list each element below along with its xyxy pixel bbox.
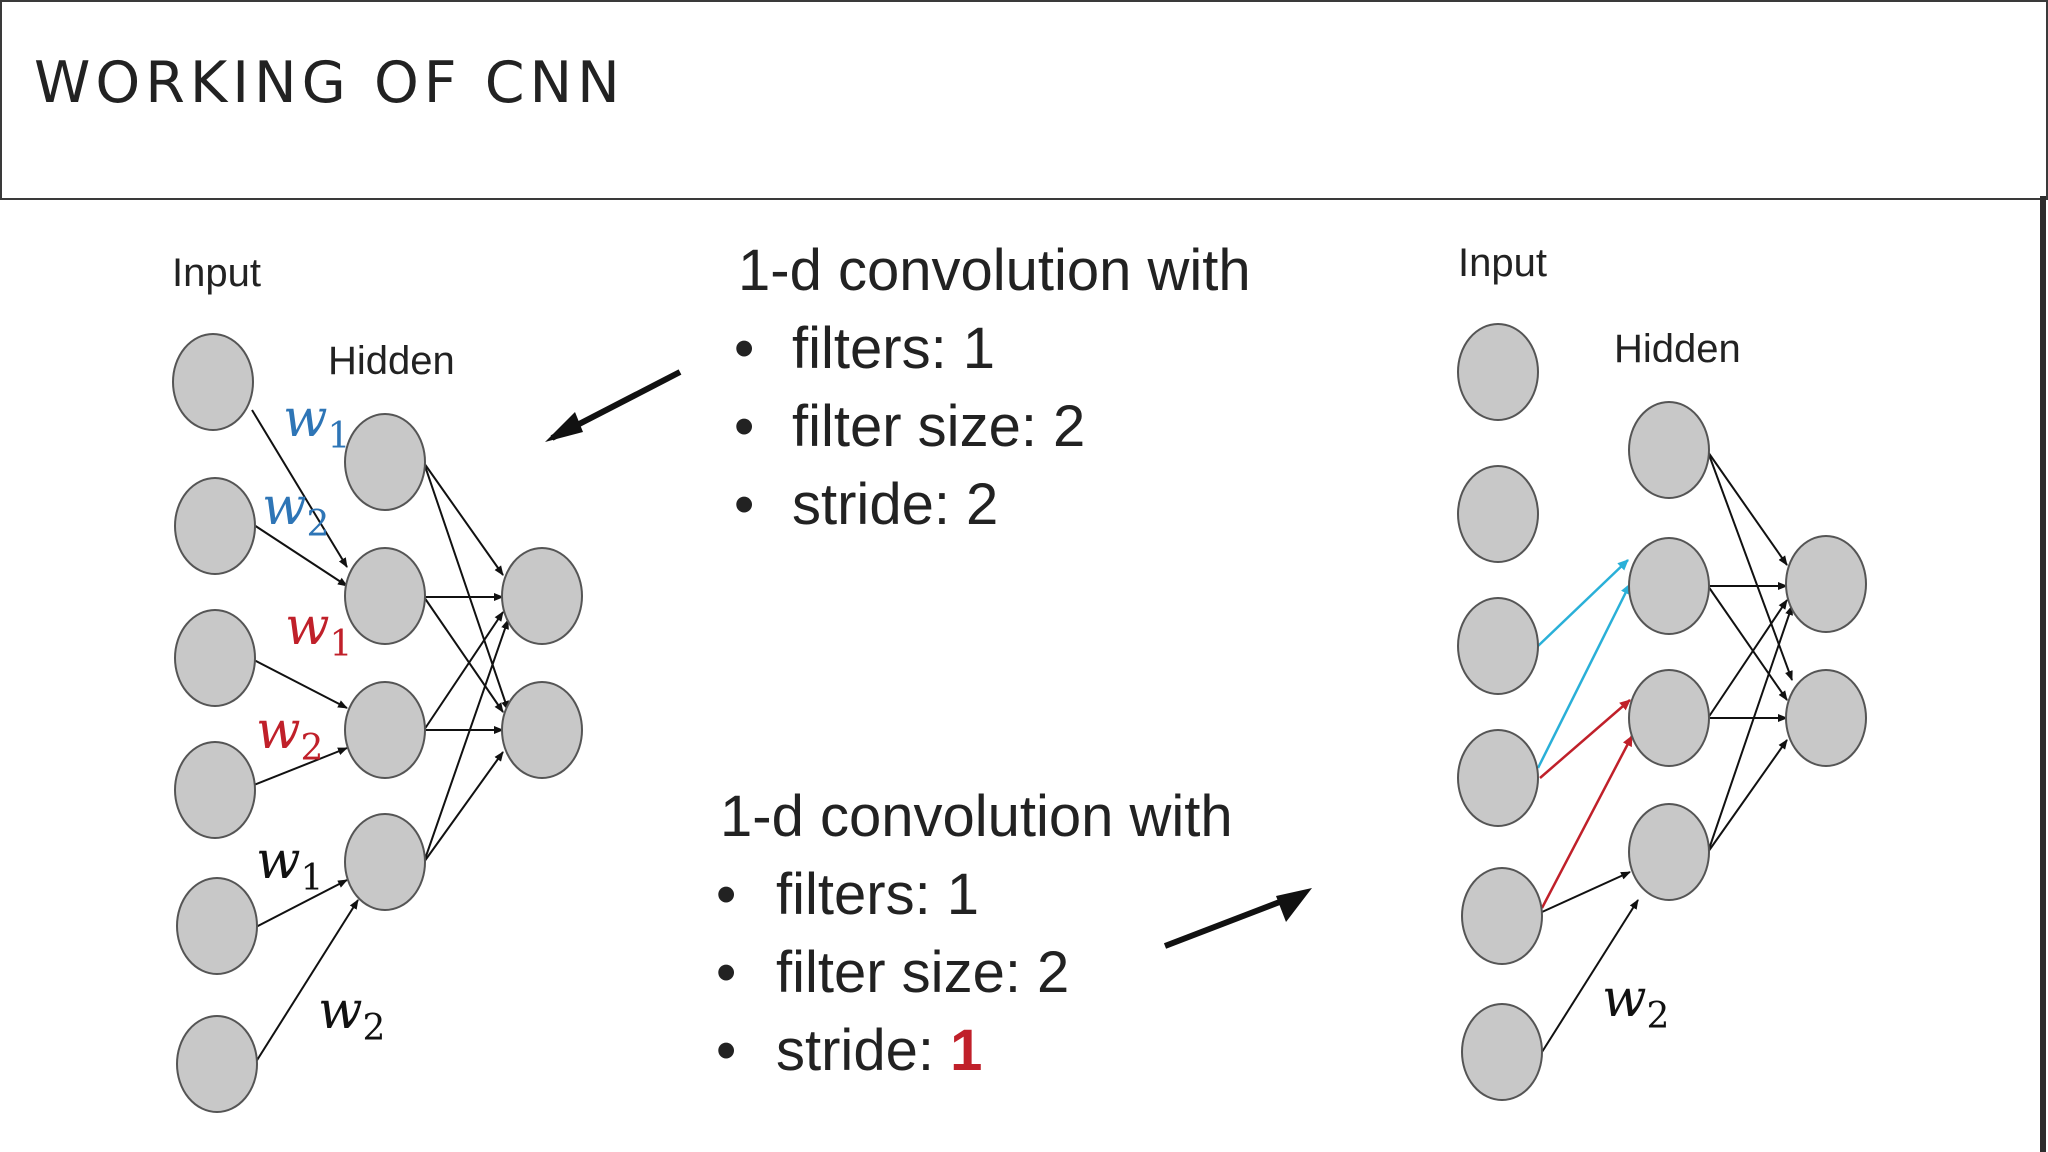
stride-1-description: 1-d convolution with • filters: 1 • filt… xyxy=(716,784,1233,1083)
edge xyxy=(251,409,348,568)
edge xyxy=(253,524,348,587)
output-node xyxy=(501,547,583,645)
right-network: Input Hidden w2 xyxy=(1457,241,1867,1101)
edge xyxy=(1541,899,1639,1053)
right-black-edges xyxy=(1541,451,1793,1053)
edge xyxy=(1707,739,1788,853)
edge xyxy=(253,879,348,929)
weight-label-w1-blue: w1 xyxy=(283,389,350,457)
input-node xyxy=(1457,597,1539,695)
right-hidden-label: Hidden xyxy=(1614,327,1741,371)
edge xyxy=(1541,871,1631,913)
weight-label-w2-red: w2 xyxy=(256,701,323,769)
output-node xyxy=(1785,535,1867,633)
weight-label-w2-black: w2 xyxy=(1602,969,1669,1037)
hidden-node xyxy=(344,681,426,779)
pointer-arrowhead-right xyxy=(1276,888,1312,922)
hidden-node xyxy=(344,547,426,645)
edge xyxy=(423,596,504,713)
edge-red xyxy=(1540,735,1634,909)
edge-red xyxy=(1539,699,1631,779)
left-hidden-label: Hidden xyxy=(328,339,455,383)
input-node xyxy=(174,477,256,575)
pointer-arrow-right xyxy=(1163,895,1292,949)
stride2-item-filters: filters: 1 xyxy=(792,316,995,381)
edge xyxy=(423,462,504,576)
input-node xyxy=(1461,867,1543,965)
pointer-arrowhead-left xyxy=(545,412,583,442)
bullet-glyph: • xyxy=(734,316,754,381)
right-input-label: Input xyxy=(1458,241,1547,285)
weight-label-w1-red: w1 xyxy=(285,597,352,665)
hidden-node xyxy=(344,413,426,511)
bullet-glyph: • xyxy=(716,862,736,927)
input-node xyxy=(1457,729,1539,827)
left-network: Input Hidden xyxy=(172,251,583,1113)
edge xyxy=(1707,451,1788,566)
hidden-node xyxy=(344,813,426,911)
stride1-item-stride: stride: 1 xyxy=(776,1018,982,1083)
input-node xyxy=(174,741,256,839)
hidden-node xyxy=(1628,803,1710,901)
output-node xyxy=(501,681,583,779)
weight-label-w2-black: w2 xyxy=(318,981,385,1049)
left-input-edges xyxy=(251,409,359,1066)
stride2-item-filter-size: filter size: 2 xyxy=(792,394,1085,459)
slide-edge xyxy=(2040,196,2046,1152)
edge xyxy=(1707,605,1793,853)
edge xyxy=(1707,585,1788,701)
bullet-glyph: • xyxy=(716,940,736,1005)
stride1-item-filters: filters: 1 xyxy=(776,862,979,927)
edge xyxy=(1707,451,1793,681)
input-node xyxy=(176,877,258,975)
stride2-heading: 1-d convolution with xyxy=(738,238,1251,303)
bullet-glyph: • xyxy=(734,472,754,537)
stride-2-description: 1-d convolution with • filters: 1 • filt… xyxy=(734,238,1251,537)
stride-value-highlight: 1 xyxy=(950,1018,982,1083)
stride2-item-stride: stride: 2 xyxy=(792,472,998,537)
bullet-glyph: • xyxy=(734,394,754,459)
input-node xyxy=(1461,1003,1543,1101)
left-input-label: Input xyxy=(172,251,261,295)
edge-cyan xyxy=(1537,559,1629,647)
edge-cyan xyxy=(1536,583,1632,769)
slide-title: WORKING OF CNN xyxy=(34,50,625,116)
input-node xyxy=(1457,323,1539,421)
output-node xyxy=(1785,669,1867,767)
input-node xyxy=(172,333,254,431)
hidden-node xyxy=(1628,537,1710,635)
hidden-node xyxy=(1628,669,1710,767)
left-hidden-edges xyxy=(423,462,509,863)
edge xyxy=(253,659,348,709)
edge xyxy=(253,747,348,786)
stride1-item-filter-size: filter size: 2 xyxy=(776,940,1069,1005)
edge xyxy=(253,899,359,1066)
input-node xyxy=(174,609,256,707)
stride1-heading: 1-d convolution with xyxy=(720,784,1233,849)
edge xyxy=(423,611,504,731)
bullet-glyph: • xyxy=(716,1018,736,1083)
edge xyxy=(423,751,504,863)
hidden-node xyxy=(1628,401,1710,499)
edge xyxy=(423,619,509,863)
input-node xyxy=(1457,465,1539,563)
weight-label-w1-black: w1 xyxy=(256,831,323,899)
edge xyxy=(423,462,509,711)
title-bar: WORKING OF CNN xyxy=(0,0,2048,200)
input-node xyxy=(176,1015,258,1113)
weight-label-w2-blue: w2 xyxy=(262,477,329,545)
edge xyxy=(1707,599,1788,719)
